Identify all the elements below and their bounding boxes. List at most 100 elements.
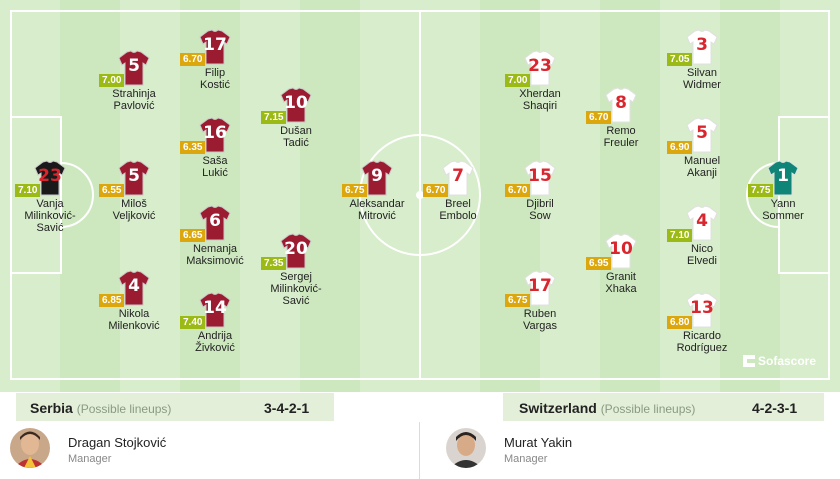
away-team-name[interactable]: Switzerland (Possible lineups)	[519, 400, 696, 416]
shirt-number: 6	[209, 211, 221, 231]
player-name-line: Sergej	[280, 271, 312, 283]
player-name-line: Saša	[202, 155, 228, 167]
player-rating: 6.90	[667, 141, 693, 154]
player-name-line: Andrija	[197, 330, 233, 342]
shirt-icon: 6	[199, 205, 231, 241]
shirt-number: 23	[38, 166, 62, 186]
player-rating: 6.95	[586, 257, 612, 270]
shirt-icon: 23	[524, 50, 556, 86]
player-rating: 7.35	[261, 257, 287, 270]
shirt-icon: 4	[686, 205, 718, 241]
shirt-number: 5	[128, 166, 140, 186]
player-name-line: Maksimović	[186, 255, 244, 267]
player-name-line: Kostić	[200, 79, 230, 91]
player-name-line: Vanja	[36, 198, 64, 210]
shirt-icon: 5	[118, 50, 150, 86]
shirt-number: 17	[203, 35, 227, 55]
player-rating: 7.40	[180, 316, 206, 329]
away-manager[interactable]: Murat Yakin Manager	[436, 422, 840, 479]
shirt-number: 5	[128, 56, 140, 76]
player-name-line: Milinković-	[24, 210, 76, 222]
player-name-line: Manuel	[683, 155, 721, 167]
player-name-line: Sow	[529, 210, 551, 222]
player-name-line: Remo	[606, 125, 636, 137]
player-rating: 7.75	[748, 184, 774, 197]
player-name-line: Sommer	[762, 210, 804, 222]
home-formation: 3-4-2-1	[264, 400, 310, 416]
shirt-icon: 10	[280, 87, 312, 123]
shirt-number: 9	[371, 166, 383, 186]
shirt-number: 13	[690, 298, 714, 318]
manager-role: Manager	[504, 453, 548, 465]
player-name-line: Ruben	[523, 308, 557, 320]
player-rating: 6.85	[99, 294, 125, 307]
shirt-icon: 16	[199, 117, 231, 153]
home-lineup-bar: Serbia (Possible lineups) 3-4-2-1	[16, 393, 334, 421]
player-name-line: Živković	[195, 342, 235, 354]
shirt-icon: 20	[280, 233, 312, 269]
home-manager[interactable]: Dragan Stojković Manager	[0, 422, 420, 479]
player-rating: 7.00	[505, 74, 531, 87]
player-name-line: Freuler	[603, 137, 639, 149]
player-rating: 6.80	[667, 316, 693, 329]
shirt-icon: 17	[524, 270, 556, 306]
home-team-name[interactable]: Serbia (Possible lineups)	[30, 400, 172, 416]
shirt-number: 15	[528, 166, 552, 186]
player-name-line: Nemanja	[192, 243, 238, 255]
player-name-line: Aleksandar	[349, 198, 405, 210]
player-name-line: Dušan	[280, 125, 312, 137]
manager-name: Murat Yakin	[504, 435, 573, 450]
shirt-number: 10	[609, 239, 633, 259]
shirt-icon: 17	[199, 29, 231, 65]
player-name-line: Granit	[606, 271, 636, 283]
away-possible-label: (Possible lineups)	[600, 402, 696, 416]
player-name-line: Yann	[770, 198, 796, 210]
shirt-icon: 15	[524, 160, 556, 196]
player-name-line: Miloš	[121, 198, 147, 210]
shirt-icon: 8	[605, 87, 637, 123]
shirt-icon: 7	[442, 160, 474, 196]
shirt-number: 10	[284, 93, 308, 113]
shirt-icon: 5	[118, 160, 150, 196]
shirt-number: 14	[203, 298, 227, 318]
player-rating: 7.00	[99, 74, 125, 87]
player-name-line: Embolo	[439, 210, 477, 222]
shirt-number: 8	[615, 93, 627, 113]
shirt-number: 4	[128, 276, 140, 296]
